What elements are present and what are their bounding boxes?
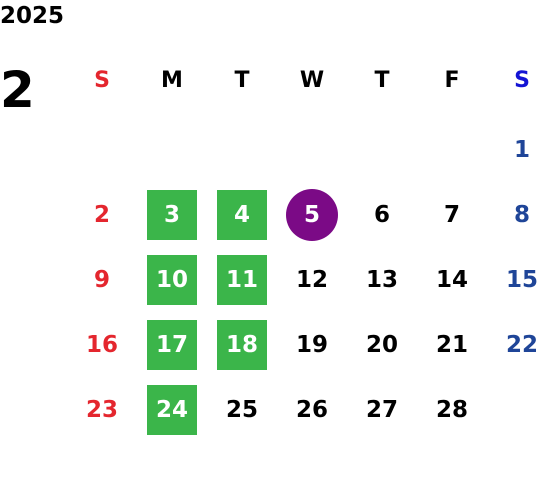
day-17[interactable]: 17 — [147, 320, 197, 370]
day-23[interactable]: 23 — [85, 397, 118, 423]
day-4[interactable]: 4 — [217, 190, 267, 240]
day-5[interactable]: 5 — [286, 189, 338, 241]
day-11[interactable]: 11 — [217, 255, 267, 305]
day-2[interactable]: 2 — [93, 202, 110, 228]
weekday-thu: T — [374, 68, 390, 93]
weekday-fri: F — [444, 68, 460, 93]
day-22[interactable]: 22 — [505, 332, 538, 358]
day-28[interactable]: 28 — [435, 397, 468, 423]
day-3[interactable]: 3 — [147, 190, 197, 240]
day-26[interactable]: 26 — [295, 397, 328, 423]
day-9[interactable]: 9 — [93, 267, 110, 293]
day-27[interactable]: 27 — [365, 397, 398, 423]
day-21[interactable]: 21 — [435, 332, 468, 358]
day-13[interactable]: 13 — [365, 267, 398, 293]
day-10[interactable]: 10 — [147, 255, 197, 305]
weekday-tue: T — [234, 68, 250, 93]
day-19[interactable]: 19 — [295, 332, 328, 358]
day-24[interactable]: 24 — [147, 385, 197, 435]
day-14[interactable]: 14 — [435, 267, 468, 293]
day-16[interactable]: 16 — [85, 332, 118, 358]
day-7[interactable]: 7 — [443, 202, 460, 228]
month-label: 2 — [0, 61, 35, 119]
day-1[interactable]: 1 — [513, 137, 530, 163]
day-6[interactable]: 6 — [373, 202, 390, 228]
weekday-sun: S — [94, 68, 110, 93]
day-18[interactable]: 18 — [217, 320, 267, 370]
day-25[interactable]: 25 — [225, 397, 258, 423]
weekday-mon: M — [161, 68, 183, 93]
weekday-wed: W — [299, 68, 325, 93]
today-marker — [286, 189, 338, 241]
day-8[interactable]: 8 — [513, 202, 530, 228]
weekday-sat: S — [514, 68, 530, 93]
day-20[interactable]: 20 — [365, 332, 398, 358]
day-12[interactable]: 12 — [295, 267, 328, 293]
year-label: 2025 — [0, 3, 65, 29]
day-15[interactable]: 15 — [505, 267, 538, 293]
